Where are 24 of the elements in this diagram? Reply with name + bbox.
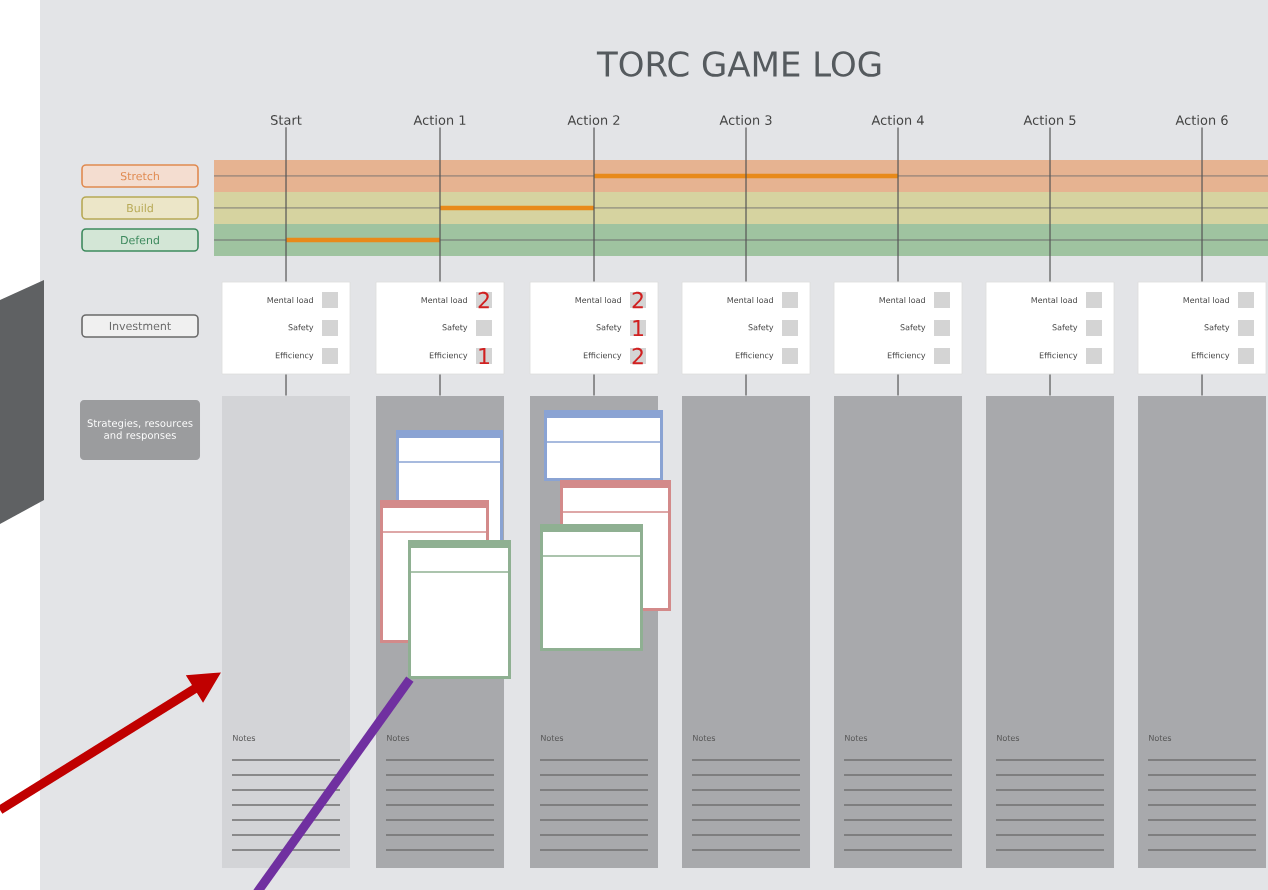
score: 1 xyxy=(479,348,489,365)
column-line xyxy=(897,126,899,283)
score: 2 xyxy=(632,291,643,309)
column-line xyxy=(1049,126,1051,283)
column-line xyxy=(593,126,595,283)
score: 2 xyxy=(478,291,489,309)
column-line xyxy=(1201,126,1203,283)
card xyxy=(539,524,643,651)
score: 1 xyxy=(633,320,643,337)
card xyxy=(543,410,663,481)
column-line xyxy=(897,373,899,397)
column-line xyxy=(745,126,747,283)
column-line xyxy=(1201,373,1203,397)
card xyxy=(407,540,511,679)
column-line xyxy=(745,373,747,397)
column-line xyxy=(439,373,441,397)
column-line xyxy=(593,373,595,397)
title: TORC GAME LOG xyxy=(596,51,881,77)
column-line xyxy=(1049,373,1051,397)
score: 2 xyxy=(632,347,643,365)
line xyxy=(252,676,414,890)
column-line xyxy=(285,373,287,397)
column-line xyxy=(439,126,441,283)
column-line xyxy=(285,126,287,283)
